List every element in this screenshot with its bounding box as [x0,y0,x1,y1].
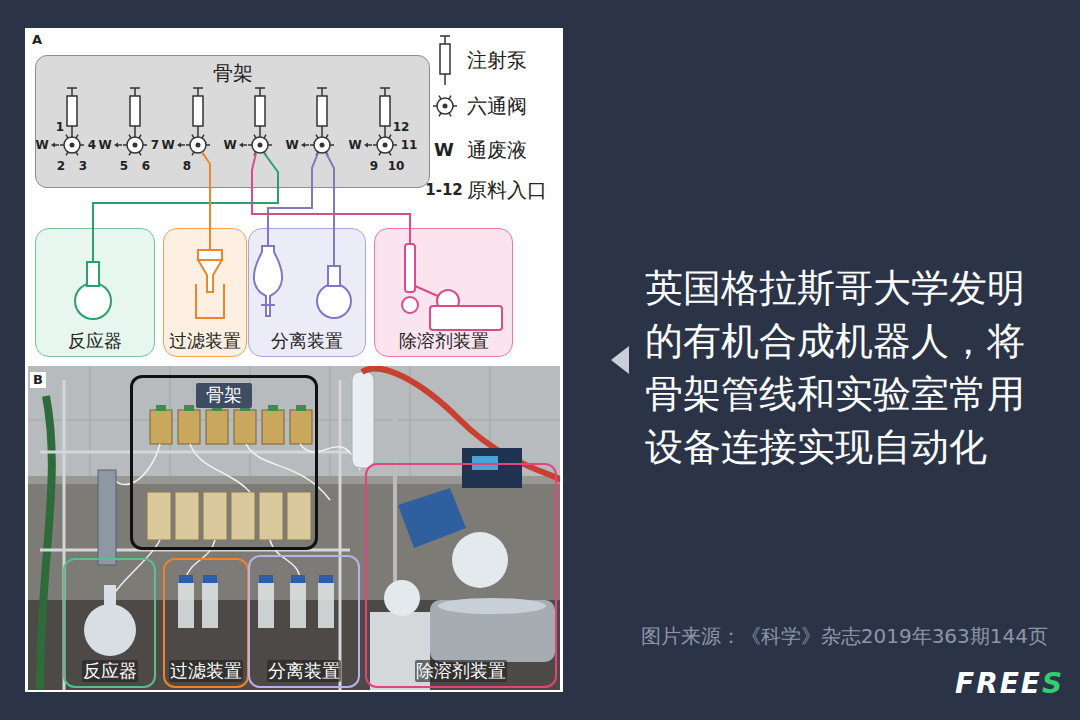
port-number: 2 [57,159,65,173]
port-number: 3 [79,159,87,173]
tube-line [93,188,278,228]
port-number: 7 [151,138,159,152]
photo-backbone-region: 骨架 [130,375,318,550]
waste-mark: W [223,138,236,152]
port-number: 5 [120,159,128,173]
waste-mark: W [98,138,111,152]
panel-letter: B [30,372,46,388]
valve-outlet-tubes [202,152,334,188]
region-label: 分离装置 [267,660,341,683]
tube-line [268,188,312,228]
port-number: 1 [56,120,64,134]
figure-panel [25,28,563,692]
legend-text: 六通阀 [467,94,527,118]
region-label: 骨架 [196,383,252,408]
photo-filter-region: 过滤装置 [163,558,249,688]
waste-mark: W [161,138,174,152]
photo-reactor-region: 反应器 [63,558,156,688]
lab-photo [28,366,560,690]
logo-text: S [1042,667,1064,701]
region-label: 除溶剂装置 [415,660,507,683]
box-label: 过滤装置 [169,330,241,353]
box-label: 骨架 [213,61,253,86]
region-label: 过滤装置 [169,660,243,683]
separatory-funnel [254,228,351,318]
legend-text: 原料入口 [467,178,547,202]
six-way-valves [51,135,397,156]
pointer-triangle [611,346,629,374]
port-number: 10 [388,159,405,173]
tube-line [333,188,335,228]
legend-text: 通废液 [467,138,527,162]
region-label: 反应器 [82,660,138,683]
port-number: 11 [401,138,418,152]
legend-symbol: W [434,139,454,161]
panel-letter: A [32,32,42,48]
tube-line [252,188,410,228]
photo-separation-region: 分离装置 [248,555,360,688]
rotary-evaporator [402,228,502,330]
filter-funnel [196,228,224,318]
logo-text: FREE [955,667,1042,701]
slide-statement: 英国格拉斯哥大学发明的有机合成机器人，将骨架管线和实验室常用设备连接实现自动化 [645,262,1045,474]
port-number: 8 [183,159,191,173]
box-label: 分离装置 [271,330,343,353]
tube-line [209,188,211,228]
waste-mark: W [285,138,298,152]
photo-evaporator-region: 除溶剂装置 [365,463,557,688]
legend-text: 注射泵 [467,48,527,72]
legend-symbol: 1-12 [425,181,463,199]
legend-symbols [433,36,457,116]
waste-mark: W [35,138,48,152]
waste-mark: W [348,138,361,152]
port-number: 6 [142,159,150,173]
port-number: 12 [393,120,410,134]
reactor-flask [75,228,111,319]
box-label: 除溶剂装置 [399,330,489,353]
source-note: 图片来源：《科学》杂志2019年363期144页 [641,624,1048,648]
port-number: 4 [88,138,96,152]
port-number: 9 [370,159,378,173]
box-label: 反应器 [68,330,122,353]
syringe-pumps [67,88,390,137]
filter-box: 过滤装置 [163,228,247,357]
